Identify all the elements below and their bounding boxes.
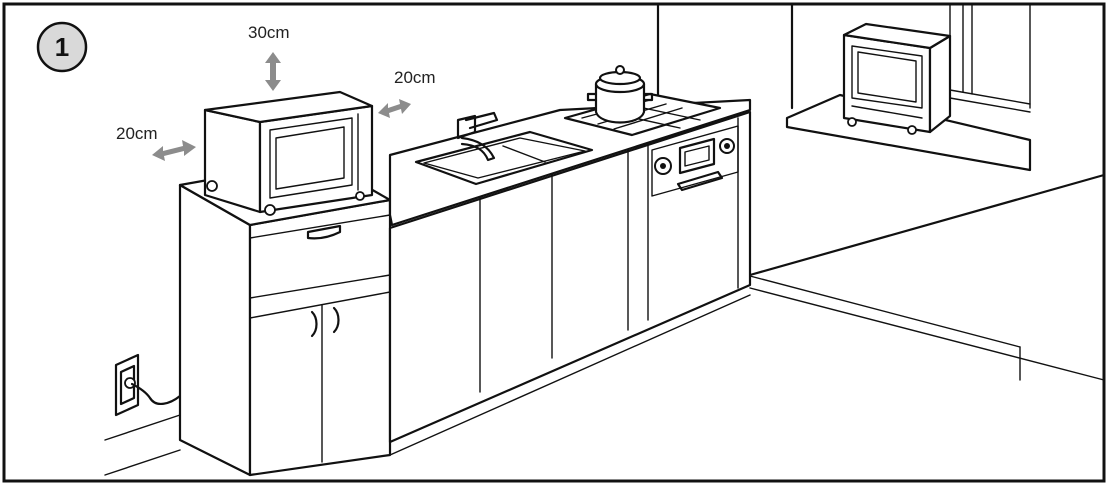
step-badge: 1	[36, 21, 88, 73]
left-right-arrow-icon	[152, 140, 196, 161]
up-down-arrow-icon	[265, 52, 281, 91]
cooktop	[563, 65, 722, 137]
step-number: 1	[55, 32, 69, 62]
wall-socket	[114, 353, 182, 417]
sink	[414, 111, 594, 186]
microwave-on-ledge	[842, 22, 952, 135]
left-right-arrow-icon	[378, 99, 411, 118]
clearance-left: 20cm	[116, 124, 196, 161]
microwave-oven	[203, 90, 374, 216]
clearance-left-label: 20cm	[116, 124, 158, 143]
cooking-pot	[586, 65, 654, 124]
kitchen-counter	[388, 98, 752, 456]
clearance-right: 20cm	[378, 68, 436, 118]
clearance-top-label: 30cm	[248, 23, 290, 42]
clearance-right-label: 20cm	[394, 68, 436, 87]
built-in-oven	[651, 125, 739, 197]
room-walls	[104, 3, 1106, 476]
clearance-top: 30cm	[248, 23, 290, 91]
